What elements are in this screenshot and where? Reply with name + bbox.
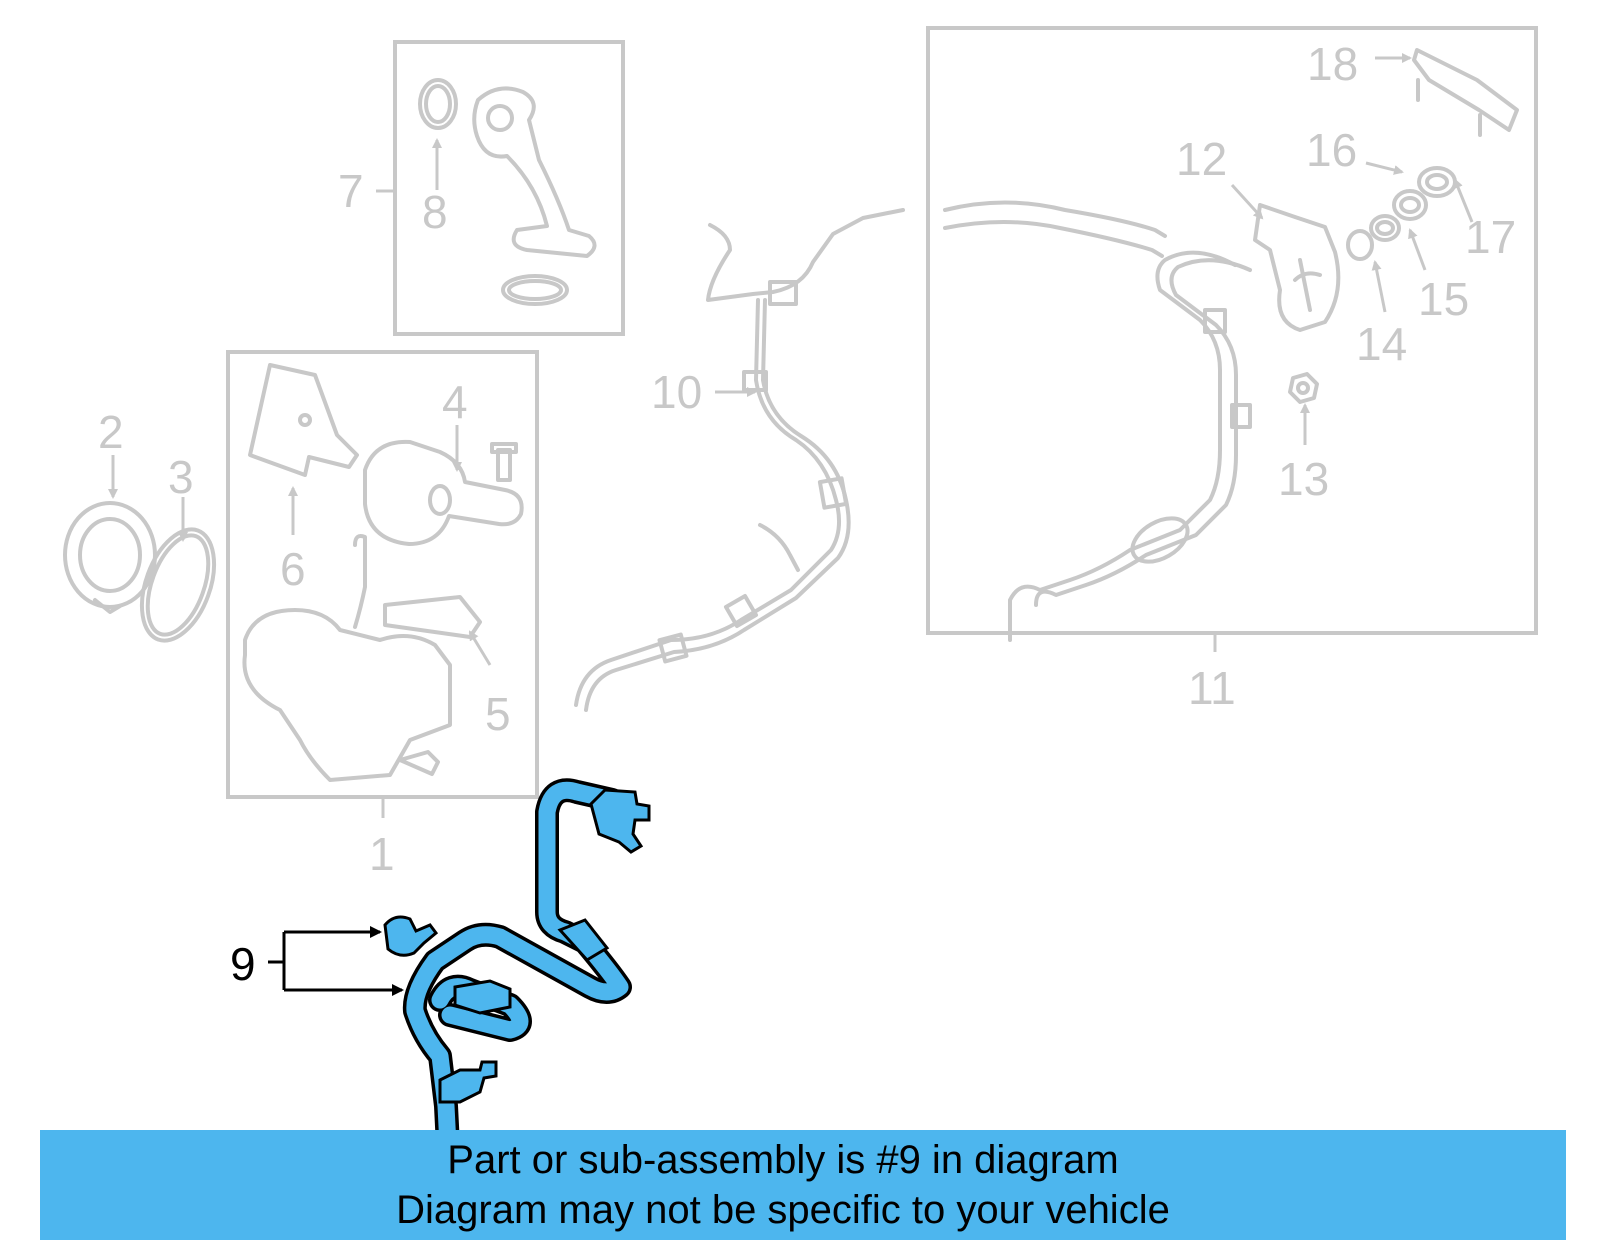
box-7-inlet-pipe — [376, 40, 625, 336]
callout-9: 9 — [230, 938, 256, 990]
box-11-hose-assembly — [926, 26, 1538, 652]
callout-16: 16 — [1306, 124, 1357, 176]
callout-2: 2 — [98, 406, 124, 458]
callout-11: 11 — [1188, 662, 1236, 714]
callout-13: 13 — [1278, 453, 1329, 505]
callout-12: 12 — [1176, 133, 1227, 185]
part-9-bypass-pipe — [383, 778, 651, 1158]
callout-5: 5 — [485, 688, 511, 740]
callout-15: 15 — [1418, 273, 1469, 325]
callout-7: 7 — [338, 165, 364, 217]
callout-1: 1 — [369, 828, 395, 880]
callout-18: 18 — [1307, 38, 1358, 90]
callout-14: 14 — [1356, 318, 1407, 370]
part-10-hose — [574, 208, 905, 712]
callout-3: 3 — [168, 451, 194, 503]
info-banner: Part or sub-assembly is #9 in diagram Di… — [40, 1130, 1566, 1240]
parts-2-3-clamps — [63, 455, 217, 643]
part-9-leaders — [268, 926, 404, 996]
box-1-housing — [226, 350, 539, 818]
callout-6: 6 — [280, 543, 306, 595]
banner-line-disclaimer: Diagram may not be specific to your vehi… — [396, 1188, 1170, 1232]
callout-10: 10 — [651, 366, 702, 418]
callout-8: 8 — [422, 186, 448, 238]
banner-line-part: Part or sub-assembly is #9 in diagram — [447, 1138, 1119, 1182]
callout-4: 4 — [442, 376, 468, 428]
callout-17: 17 — [1465, 211, 1516, 263]
